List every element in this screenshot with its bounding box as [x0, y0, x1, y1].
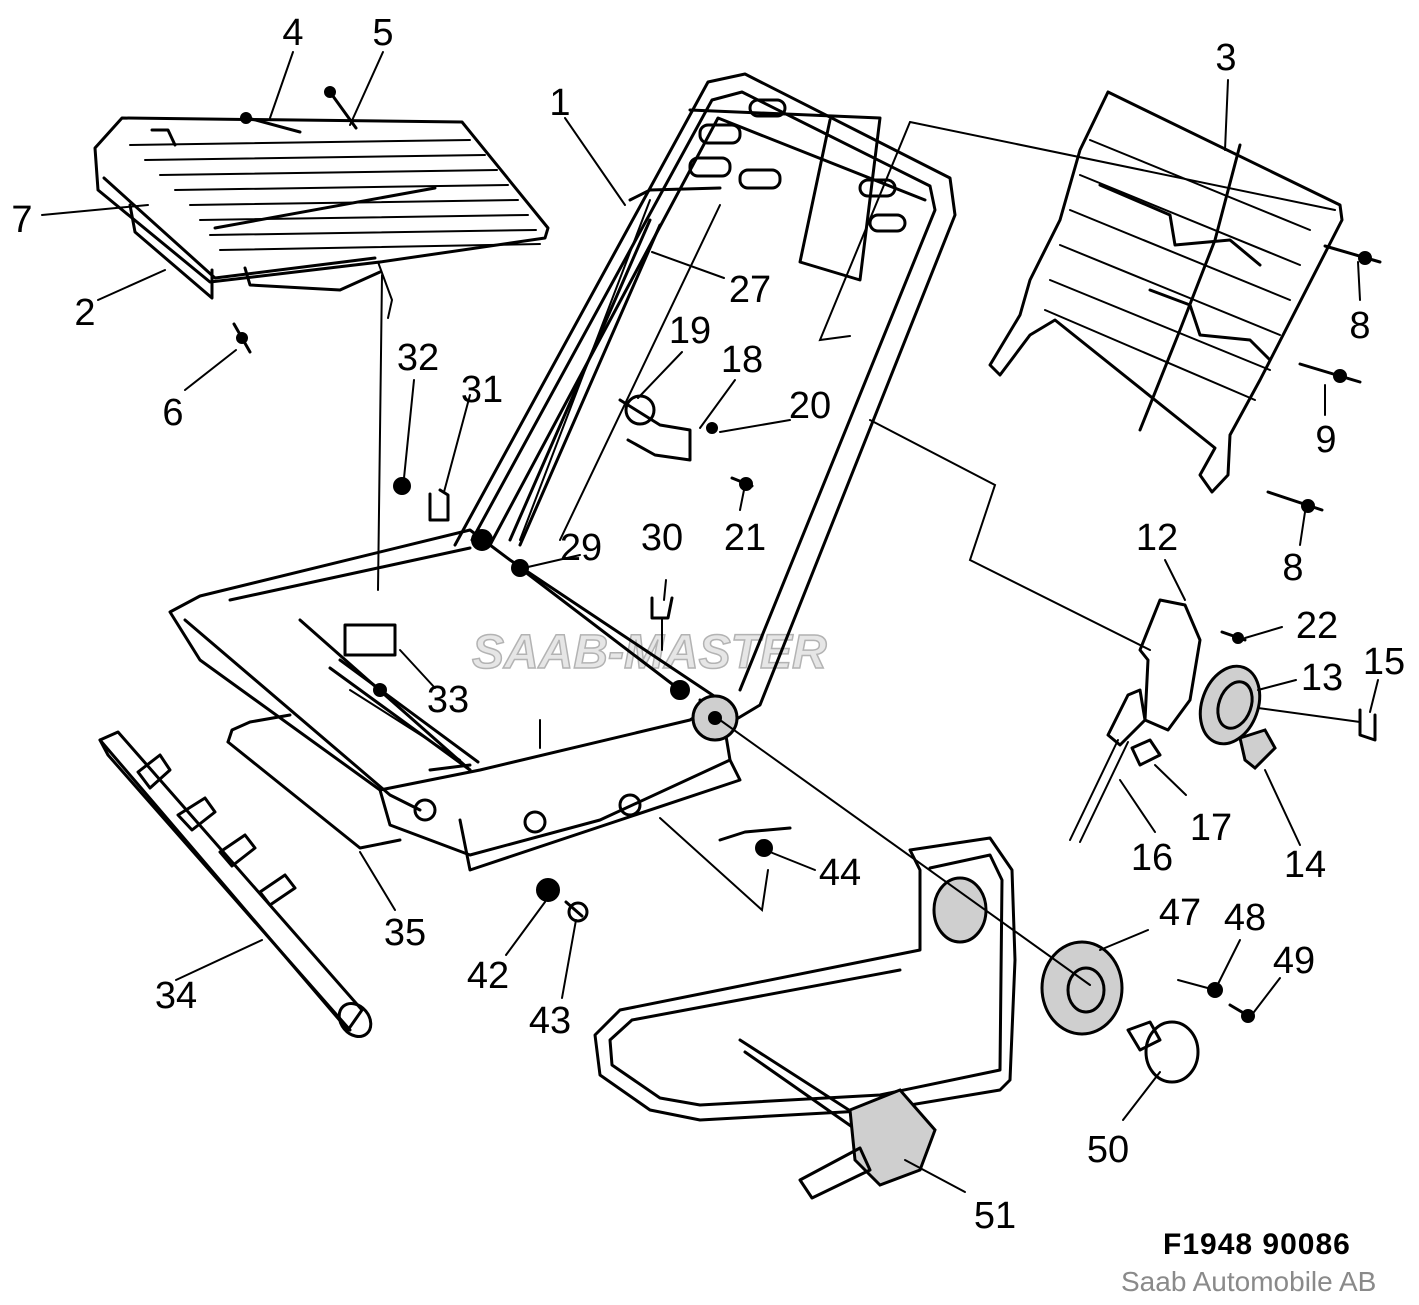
- callout-16: 16: [1131, 837, 1173, 879]
- fastener-parts-8-9: [1266, 244, 1382, 513]
- clip-parts-30-32: [393, 477, 674, 651]
- callout-7: 7: [11, 199, 32, 241]
- callout-31: 31: [461, 369, 503, 411]
- handle-bar-34: [98, 730, 373, 1038]
- gas-spring-27: [508, 218, 662, 547]
- bracket-44: [718, 826, 792, 857]
- callout-50: 50: [1087, 1129, 1129, 1171]
- callout-51: 51: [974, 1195, 1016, 1237]
- callout-48: 48: [1224, 897, 1266, 939]
- backrest-frame: [453, 72, 957, 722]
- callout-49: 49: [1273, 940, 1315, 982]
- callout-4: 4: [282, 12, 303, 54]
- callout-5: 5: [372, 12, 393, 54]
- callout-29: 29: [560, 527, 602, 569]
- callout-15: 15: [1363, 641, 1405, 683]
- leader-lines: [41, 51, 1379, 1193]
- callout-47: 47: [1159, 892, 1201, 934]
- callout-2: 2: [74, 292, 95, 334]
- seat-base-frame: [168, 528, 742, 872]
- bolt-29: [512, 560, 690, 700]
- callout-22: 22: [1296, 605, 1338, 647]
- lever-parts-18-21: [618, 394, 754, 491]
- recliner-knob-handle: [593, 836, 1255, 1200]
- callout-44: 44: [819, 852, 861, 894]
- callout-42: 42: [467, 955, 509, 997]
- callout-labels: 4 5 7 2 6 1 27 19 18 20 32 31 29 30 21 3…: [11, 12, 1405, 1237]
- seat-cushion-mat: [93, 116, 550, 319]
- callout-20: 20: [789, 385, 831, 427]
- callout-8-upper: 8: [1349, 305, 1370, 347]
- callout-6: 6: [162, 392, 183, 434]
- fastener-parts-4-7: [150, 86, 358, 354]
- callout-27: 27: [729, 269, 771, 311]
- wire-frame-35: [226, 713, 402, 850]
- figure-code: F1948 90086: [1163, 1228, 1351, 1261]
- callout-1: 1: [549, 82, 570, 124]
- callout-30: 30: [641, 517, 683, 559]
- callout-17: 17: [1190, 807, 1232, 849]
- callout-43: 43: [529, 1000, 571, 1042]
- callout-19: 19: [669, 310, 711, 352]
- callout-12: 12: [1136, 517, 1178, 559]
- callout-13: 13: [1301, 657, 1343, 699]
- callout-35: 35: [384, 912, 426, 954]
- callout-34: 34: [155, 975, 197, 1017]
- callout-33: 33: [427, 679, 469, 721]
- nut-bolt-42-43: [536, 878, 589, 923]
- callout-21: 21: [724, 517, 766, 559]
- backrest-panel: [988, 90, 1344, 494]
- copyright-text: Saab Automobile AB: [1121, 1266, 1377, 1297]
- callout-8-lower: 8: [1282, 547, 1303, 589]
- callout-32: 32: [397, 337, 439, 379]
- callout-18: 18: [721, 339, 763, 381]
- callout-9: 9: [1315, 419, 1336, 461]
- recliner-mechanism: [1069, 598, 1377, 843]
- callout-14: 14: [1284, 844, 1326, 886]
- callout-3: 3: [1215, 37, 1236, 79]
